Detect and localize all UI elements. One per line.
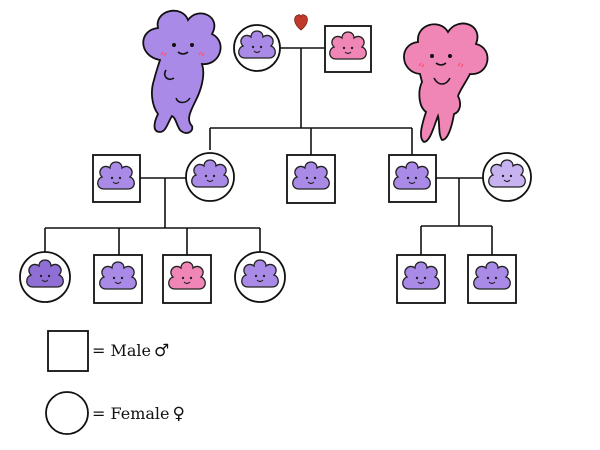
legend-female-text: = Female [92,404,170,423]
heart-icon [294,14,308,31]
legend-female-circle [45,391,89,435]
male-symbol-icon: ♂ [154,341,170,361]
legend-male-square [47,330,89,372]
legend-male-text: = Male [92,341,151,360]
pedigree-lines [44,47,493,255]
female-symbol-icon: ♀ [172,404,185,424]
grandfather-character-illustration [403,22,489,143]
legend-male-label: = Male♂ [92,341,169,361]
legend-female-label: = Female♀ [92,404,185,424]
grandmother-character-illustration [142,9,222,134]
